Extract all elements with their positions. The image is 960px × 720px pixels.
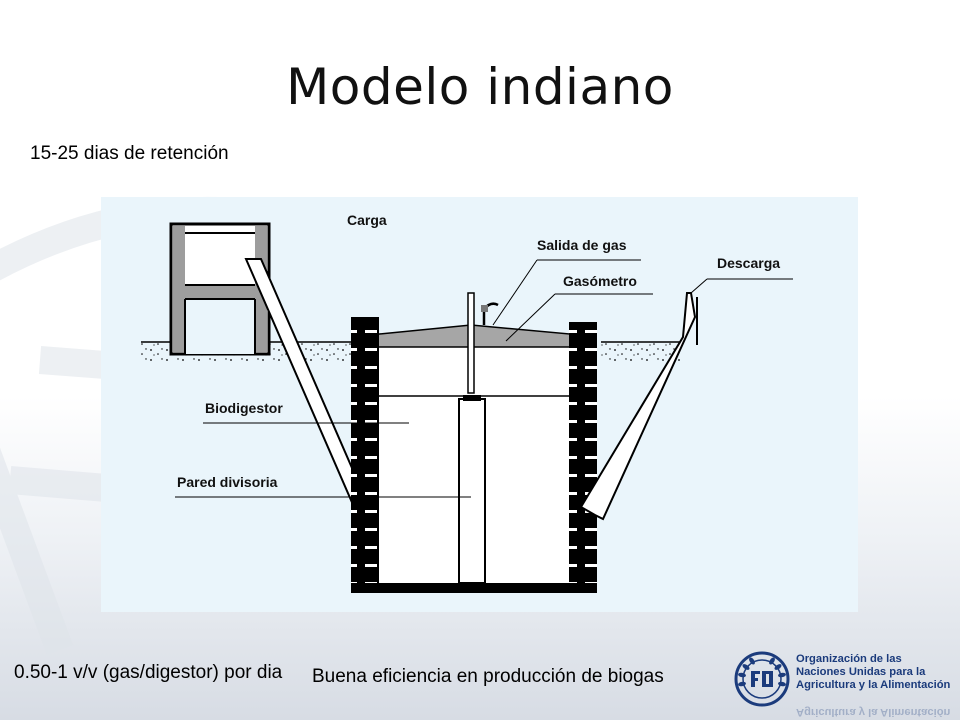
gasholder xyxy=(368,324,582,348)
soil-right xyxy=(601,341,681,361)
gas-valve-handle xyxy=(481,305,488,312)
slide-title: Modelo indiano xyxy=(286,58,674,116)
left-brick-wall xyxy=(351,317,379,587)
fao-name: Organización de las Naciones Unidas para… xyxy=(796,653,956,692)
retention-time-text: 15-25 dias de retención xyxy=(30,143,229,164)
leader-gasometro xyxy=(505,293,556,342)
fao-name-line3: Agricultura y la Alimentación xyxy=(796,679,951,691)
outlet-pipe xyxy=(579,292,697,521)
dividing-wall xyxy=(458,398,486,584)
fao-name-line2: Naciones Unidas para la xyxy=(796,666,926,678)
fao-logo xyxy=(734,651,790,707)
biodigester-drawing: Carga Salida de gas Gasómetro Descarga B… xyxy=(141,212,793,593)
gas-pipe-guide xyxy=(463,395,481,401)
leader-salida xyxy=(492,259,538,326)
label-biodigestor: Biodigestor xyxy=(205,400,283,416)
biodigester-diagram: Carga Salida de gas Gasómetro Descarga B… xyxy=(101,197,858,612)
label-pared-divisoria: Pared divisoria xyxy=(177,474,278,490)
right-brick-wall xyxy=(569,322,597,587)
efficiency-text: Buena eficiencia en producción de biogas xyxy=(312,666,664,687)
digester-floor xyxy=(351,583,597,593)
label-carga: Carga xyxy=(347,212,387,228)
gas-outlet-pipe xyxy=(467,292,475,394)
label-salida-gas: Salida de gas xyxy=(537,237,627,253)
fao-name-line1: Organización de las xyxy=(796,653,902,665)
fao-name-reflection-text: Agricultura y la Alimentación xyxy=(796,706,951,718)
label-descarga: Descarga xyxy=(717,255,780,271)
inlet-tank xyxy=(169,222,271,356)
gas-yield-text: 0.50-1 v/v (gas/digestor) por dia xyxy=(14,662,283,683)
fao-name-reflection: Agricultura y la Alimentación xyxy=(796,705,956,720)
label-gasometro: Gasómetro xyxy=(563,273,637,289)
leader-descarga xyxy=(690,278,708,294)
